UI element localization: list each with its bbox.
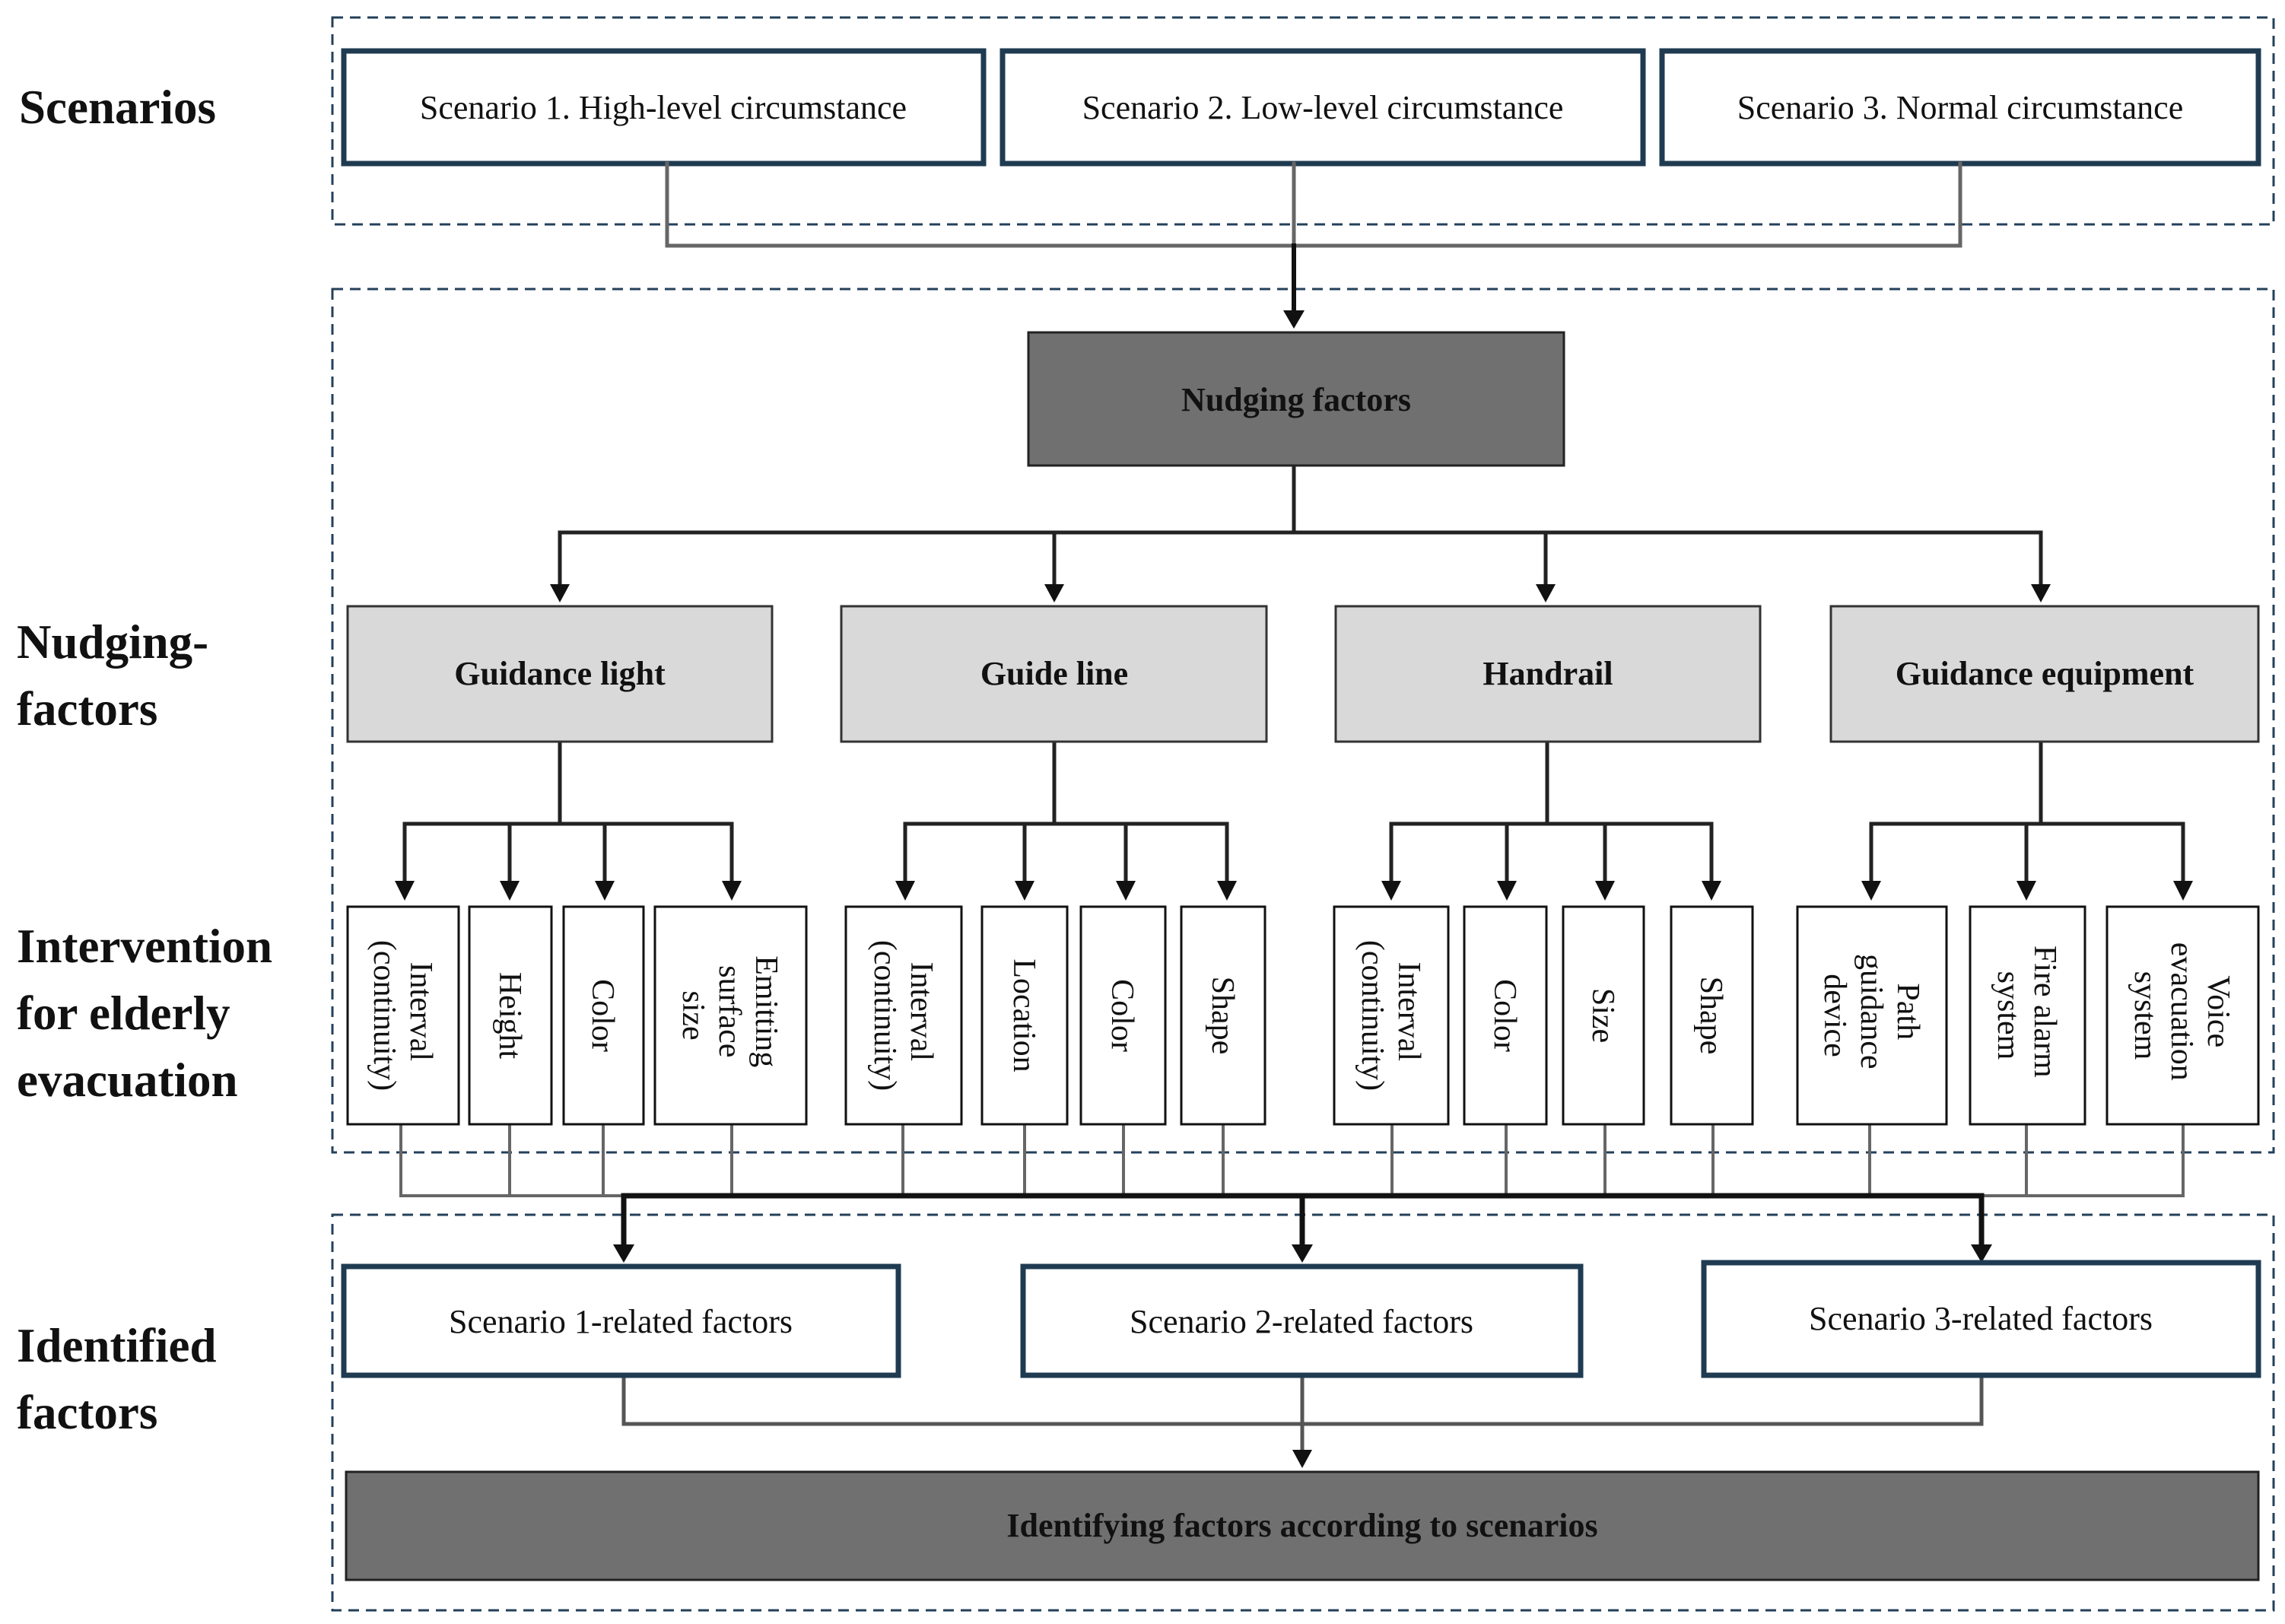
section-label-identified-factors: Identified factors <box>17 1319 228 1439</box>
category-label-guidance-light: Guidance light <box>454 655 666 692</box>
sub-box-ge-path <box>1796 905 1948 1126</box>
category-box-guide-line <box>840 605 1268 743</box>
sub-box-gli-color <box>1079 905 1167 1126</box>
final-node: Identifying factors according to scenari… <box>345 1470 2260 1581</box>
scenario-2-label: Scenario 2. Low-level circumstance <box>1082 89 1564 126</box>
guidance-light-branch <box>402 739 734 885</box>
sub-label-ge-fire: Fire alarm system <box>1991 945 2062 1085</box>
sub-label-gl-interval: Interval (continuity) <box>367 940 438 1091</box>
category-label-guide-line: Guide line <box>980 655 1128 692</box>
sub-label-ge-voice: Voice evacuation system <box>2128 942 2236 1088</box>
category-box-handrail <box>1334 605 1762 743</box>
arrow-to-guide-line <box>1044 584 1064 602</box>
scenario-3-label: Scenario 3. Normal circumstance <box>1737 89 2183 126</box>
final-label: Identifying factors according to scenari… <box>1006 1507 1597 1544</box>
sub-label-gli-interval: Interval (continuity) <box>867 940 939 1091</box>
related-boxes: Scenario 1-related factors Scenario 2-re… <box>341 1260 2261 1378</box>
arrow-to-related-1 <box>613 1244 634 1263</box>
sub-factor-boxes: Interval (continuity) Height Color Emitt… <box>346 905 2260 1126</box>
category-label-handrail: Handrail <box>1483 655 1613 692</box>
scenario-2-box <box>999 48 1646 167</box>
related-2-box <box>1020 1263 1584 1378</box>
guide-line-branch <box>903 739 1229 885</box>
sub-box-hr-size <box>1562 905 1645 1126</box>
sub-box-gli-interval <box>844 905 963 1126</box>
final-box <box>345 1470 2260 1581</box>
nudging-intervention-frame <box>331 288 2275 1154</box>
scenario-to-nudging-arrow <box>1283 310 1305 329</box>
sub-label-gl-height: Height <box>492 972 527 1060</box>
nudging-branch-line <box>558 463 2043 588</box>
sub-label-ge-path: Path guidance device <box>1817 954 1925 1077</box>
scenarios-frame <box>331 16 2275 226</box>
sub-factor-collector <box>399 1123 2185 1197</box>
sub-box-ge-voice <box>2105 905 2260 1126</box>
category-box-guidance-equipment <box>1829 605 2260 743</box>
sub-box-ge-fire <box>1969 905 2086 1126</box>
sub-box-gl-height <box>468 905 553 1126</box>
category-box-guidance-light <box>346 605 774 743</box>
scenario-1-box <box>341 48 987 167</box>
handrail-branch <box>1389 739 1714 885</box>
scenario-boxes: Scenario 1. High-level circumstance Scen… <box>341 48 2261 167</box>
related-merge-line <box>621 1373 1984 1455</box>
section-label-scenarios: Scenarios <box>19 81 216 134</box>
guidance-equipment-branch <box>1869 739 2185 885</box>
arrow-to-guidance-equipment <box>2031 584 2051 602</box>
sub-label-hr-size: Size <box>1585 988 1620 1043</box>
sub-label-hr-shape: Shape <box>1693 977 1728 1055</box>
related-3-label: Scenario 3-related factors <box>1809 1300 2153 1337</box>
category-boxes: Guidance light Guide line Handrail Guida… <box>346 605 2260 743</box>
arrow-to-guidance-light <box>550 584 570 602</box>
nudging-factors-box <box>1027 331 1565 467</box>
sub-factor-arrows <box>395 881 2193 901</box>
sub-box-gl-emitting <box>653 905 808 1126</box>
sub-box-hr-color <box>1463 905 1548 1126</box>
section-labels: Scenarios Nudging- factors Intervention … <box>17 81 284 1439</box>
arrow-to-handrail <box>1536 584 1556 602</box>
related-2-label: Scenario 2-related factors <box>1130 1303 1473 1340</box>
arrow-to-related-2 <box>1292 1244 1313 1263</box>
sub-label-gli-location: Location <box>1006 958 1041 1072</box>
arrow-to-final <box>1292 1450 1312 1468</box>
sub-label-gl-color: Color <box>585 979 620 1052</box>
section-label-intervention: Intervention for elderly evacuation <box>17 920 284 1107</box>
sub-box-gli-location <box>980 905 1069 1126</box>
scenario-3-box <box>1659 48 2261 167</box>
sub-box-hr-shape <box>1670 905 1754 1126</box>
sub-label-gli-color: Color <box>1104 979 1139 1052</box>
sub-box-gli-shape <box>1180 905 1266 1126</box>
sub-label-hr-interval: Interval (continuity) <box>1355 940 1426 1091</box>
sub-box-hr-interval <box>1333 905 1450 1126</box>
related-3-box <box>1701 1260 2261 1378</box>
scenario-1-label: Scenario 1. High-level circumstance <box>420 89 907 126</box>
nudging-factors-label: Nudging factors <box>1181 381 1411 418</box>
sub-box-gl-interval <box>346 905 460 1126</box>
sub-label-gli-shape: Shape <box>1205 977 1240 1055</box>
connectors <box>395 161 2193 1468</box>
sub-label-gl-emitting: Emitting surface size <box>675 955 783 1076</box>
related-1-label: Scenario 1-related factors <box>449 1303 793 1340</box>
section-label-nudging-factors: Nudging- factors <box>17 615 221 736</box>
sub-box-gl-color <box>562 905 645 1126</box>
collector-to-related <box>621 1193 1985 1251</box>
nudging-factors-node: Nudging factors <box>1027 331 1565 467</box>
sub-label-hr-color: Color <box>1487 979 1522 1052</box>
category-label-guidance-equipment: Guidance equipment <box>1896 655 2194 692</box>
arrow-to-related-3 <box>1971 1244 1992 1263</box>
scenario-merge-line <box>665 161 1962 248</box>
related-1-box <box>341 1263 901 1378</box>
